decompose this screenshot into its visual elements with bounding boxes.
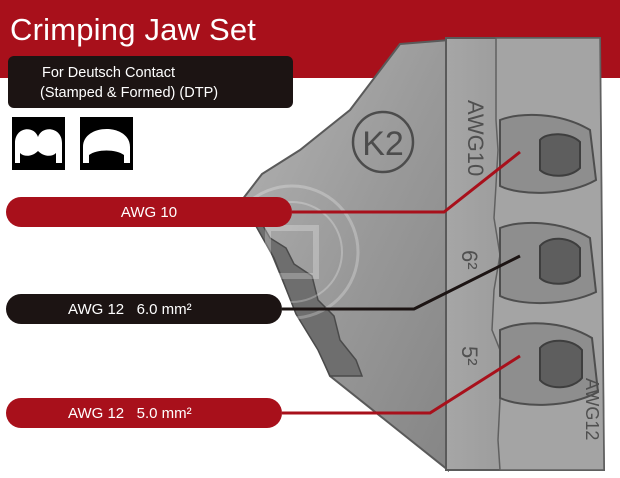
- crimp-cavities: [499, 113, 600, 406]
- callout-label: AWG 12 5.0 mm²: [68, 404, 192, 422]
- callout-line-awg10: [292, 150, 521, 214]
- subtitle-box: For Deutsch Contact (Stamped & Formed) (…: [8, 56, 293, 108]
- callout-awg12-6mm: AWG 12 6.0 mm²: [6, 294, 282, 324]
- callout-label: AWG 12 6.0 mm²: [68, 300, 192, 318]
- callout-awg10: AWG 10: [6, 197, 292, 227]
- engraved-size-lower: 5²: [457, 346, 482, 366]
- watermark-emblem: [224, 184, 360, 320]
- callout-label: AWG 10: [120, 203, 178, 221]
- jaw-marking-ring: [351, 110, 415, 174]
- jaw-left-teeth: [247, 211, 364, 377]
- jaw-marking: K2: [362, 125, 404, 163]
- page-title: Crimping Jaw Set: [10, 12, 257, 47]
- callout-line-awg12-5: [282, 354, 521, 415]
- subtitle-line-2: (Stamped & Formed) (DTP): [40, 85, 219, 101]
- crimp-profile-icon: [80, 117, 133, 170]
- callout-line-awg12-6: [282, 254, 521, 311]
- engraved-size-right: AWG12: [582, 378, 602, 440]
- engraved-size-middle: 6²: [457, 250, 482, 270]
- crimp-profile-icon: [12, 117, 65, 170]
- engraved-size-left: AWG10: [463, 100, 488, 176]
- callout-awg12-5mm: AWG 12 5.0 mm²: [6, 398, 282, 428]
- subtitle-line-1: For Deutsch Contact: [42, 65, 175, 81]
